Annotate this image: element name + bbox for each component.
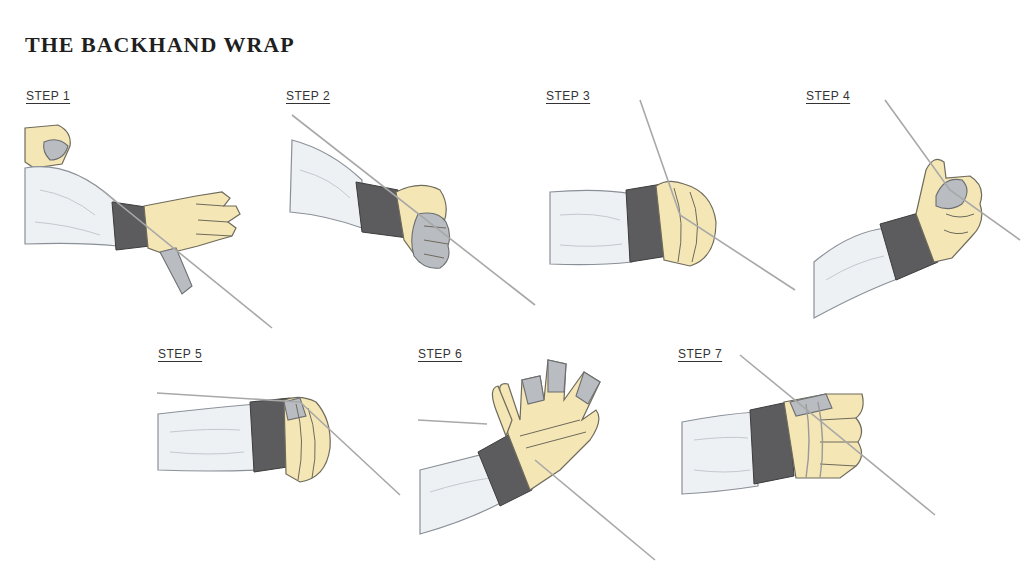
step-6-figure <box>418 360 655 560</box>
step-label: STEP 2 <box>285 89 331 103</box>
step-5-figure <box>157 393 400 495</box>
step-1-figure <box>25 125 272 328</box>
step-3-figure <box>550 100 795 290</box>
step-label: STEP 5 <box>157 347 203 361</box>
step-label: STEP 3 <box>545 89 591 103</box>
step-2-figure <box>290 115 535 305</box>
step-7-figure <box>682 355 935 515</box>
step-label: STEP 4 <box>805 89 851 103</box>
diagram-title: THE BACKHAND WRAP <box>25 32 295 58</box>
step-label: STEP 7 <box>677 347 723 361</box>
step-4-figure <box>814 100 1020 318</box>
step-label: STEP 1 <box>25 89 71 103</box>
step-label: STEP 6 <box>417 347 463 361</box>
